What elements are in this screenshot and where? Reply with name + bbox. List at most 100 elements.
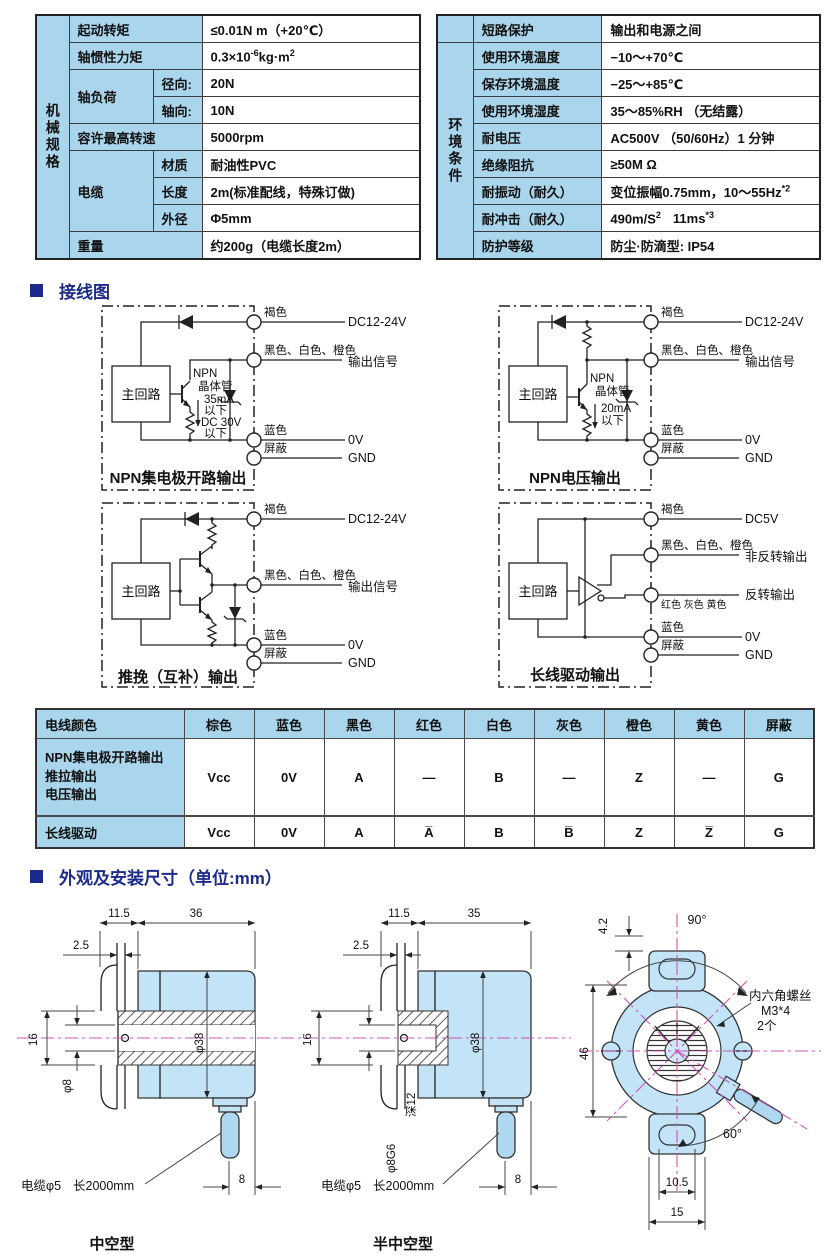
spec-value: 20N [201,69,421,97]
spec-label: 耐振动（耐久） [472,177,603,205]
spec-sublabel: 径向: [152,69,203,97]
svg-text:以下: 以下 [204,427,227,440]
cell: Z [603,738,675,817]
dim-90deg: 90° [606,913,748,996]
dim-60deg: 60° [678,1095,760,1147]
svg-text:0V: 0V [745,433,761,447]
diagram-caption: NPN集电极开路输出 [110,469,247,487]
spec-label: 使用环境温度 [472,42,603,70]
diagram-caption: 长线驱动输出 [530,666,620,684]
dim-phi38: φ38 [470,971,486,1098]
svg-text:35mA: 35mA [204,394,234,406]
svg-text:输出信号: 输出信号 [348,579,398,594]
svg-text:GND: GND [348,656,376,670]
spec-value: 耐油性PVC [201,150,421,178]
svg-text:15: 15 [671,1207,684,1219]
terminal-labels: 褐色 黑色、白色、橙色 蓝色 屏蔽 DC12-24V 输出信号 0V GND [264,305,407,465]
screw-callout: 内六角螺丝 M3*4 2个 [716,989,812,1033]
svg-text:2.5: 2.5 [353,940,369,952]
transistor-annotations: NPN 晶体管 20mA 以下 [590,373,631,427]
column-header: 橙色 [603,708,675,739]
spec-label: 保存环境温度 [472,69,603,97]
spec-value: −10～+70℃ [601,42,821,70]
dim-bore: 深12 φ8G6 [359,1005,418,1173]
flange-plate [100,943,126,1110]
spec-value: 10N [201,96,421,124]
svg-text:GND: GND [745,451,773,465]
diagram-npn-open-collector: 主回路 NPN 晶体管 [101,305,407,491]
svg-text:DC12-24V: DC12-24V [348,315,407,329]
svg-text:8: 8 [515,1174,521,1186]
dim-10-5: 10.5 [658,1149,696,1200]
terminals [643,511,742,663]
spec-label: 轴负荷 [68,69,154,124]
drawing-rear-view: 4.2 90° 46 内六角螺丝 M3*4 2个 60° [579,913,821,1230]
spec-value: 变位振幅0.75mm，10～55Hz*2 [601,177,821,205]
dim-8: 8 [203,1101,281,1195]
main-circuit-box: 主回路 [111,365,171,423]
spec-value: 防尘·防滴型: IP54 [601,231,821,260]
diagram-caption: NPN电压输出 [529,469,621,487]
spec-label: 使用环境湿度 [472,96,603,124]
svg-text:90°: 90° [688,913,707,927]
svg-text:蓝色: 蓝色 [661,423,684,437]
cable-stub [212,1097,248,1159]
dim-16: 16 [28,1010,95,1066]
svg-text:主回路: 主回路 [518,584,557,599]
svg-text:长2000mm: 长2000mm [373,1179,434,1193]
cell: — [533,738,605,817]
spec-corner-cell [436,14,474,43]
row-label: 长线驱动 [35,815,185,849]
flange-plate [380,943,406,1110]
dim-flange: 2.5 [343,940,421,958]
terminal-labels: 褐色 黑色、白色、橙色 蓝色 屏蔽 DC12-24V 输出信号 0V GND [661,305,804,465]
svg-text:电缆φ5: 电缆φ5 [21,1179,61,1193]
spec-sublabel: 轴向: [152,96,203,124]
dim-15: 15 [648,1157,706,1230]
section-title-text: 外观及安装尺寸（单位:mm） [59,869,282,888]
svg-text:长2000mm: 长2000mm [73,1179,134,1193]
svg-text:DC12-24V: DC12-24V [348,512,407,526]
svg-text:20mA: 20mA [601,403,631,415]
cell: G [743,815,815,849]
column-header: 白色 [463,708,535,739]
table-row: NPN集电极开路输出 推拉输出 电压输出 Vcc 0V A — B — Z — … [35,738,815,817]
spec-value: 35～85%RH （无结露） [601,96,821,124]
column-header: 灰色 [533,708,605,739]
terminal-labels: 褐色 黑色、白色、橙色 红色 灰色 黄色 蓝色 屏蔽 DC5V 非反转输出 反转… [661,502,808,662]
diagram-line-driver-output: 主回路 褐色 [498,502,808,688]
spec-value: ≥50M Ω [601,150,821,178]
spec-tables: 机械规格 起动转矩 ≤0.01N m（+20℃） 轴惯性力矩 0.3×10-6k… [35,14,821,260]
terminals [643,314,742,466]
spec-sublabel: 长度 [152,177,203,205]
svg-text:黑色、白色、橙色: 黑色、白色、橙色 [661,538,753,552]
spec-sublabel: 外径 [152,204,203,232]
drawing-caption: 半中空型 [373,1235,433,1253]
svg-text:φ38: φ38 [470,1033,482,1053]
dim-top: 11.5 35 [380,908,532,969]
spec-label: 轴惯性力矩 [68,42,203,70]
column-header: 蓝色 [253,708,325,739]
svg-text:晶体管: 晶体管 [595,384,630,398]
svg-text:2个: 2个 [757,1019,777,1033]
svg-text:屏蔽: 屏蔽 [264,647,287,660]
svg-text:NPN: NPN [193,368,217,380]
drawing-caption: 中空型 [89,1235,134,1253]
svg-text:以下: 以下 [601,414,624,427]
svg-text:黑色、白色、橙色: 黑色、白色、橙色 [264,568,356,582]
main-circuit-box: 主回路 [508,365,568,423]
svg-text:深12: 深12 [404,1093,418,1117]
column-header: 屏蔽 [743,708,815,739]
svg-text:0V: 0V [348,638,364,652]
svg-text:2.5: 2.5 [73,940,89,952]
section-title-text: 接线图 [59,283,110,302]
svg-text:46: 46 [579,1047,591,1060]
spec-label: 耐电压 [472,123,603,151]
cell: Z̅ [673,815,745,849]
svg-text:红色 灰色 黄色: 红色 灰色 黄色 [661,598,727,611]
cell: Vcc [183,815,255,849]
svg-text:主回路: 主回路 [121,387,160,402]
spec-label: 重量 [68,231,203,260]
